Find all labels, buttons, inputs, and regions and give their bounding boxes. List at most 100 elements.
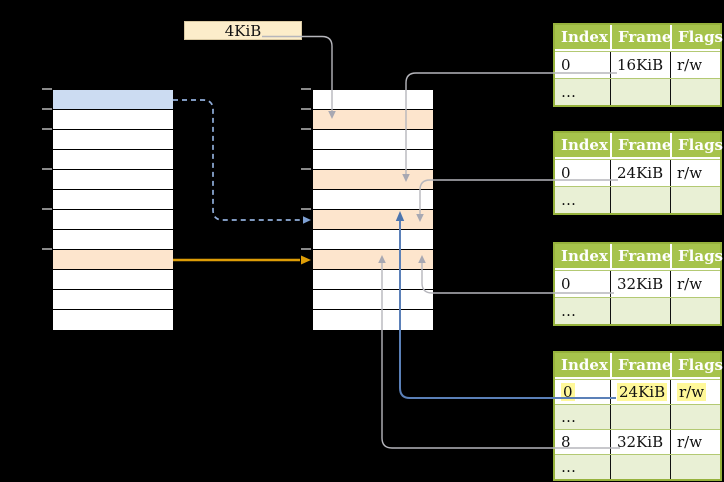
address-tick (301, 108, 311, 110)
cell-frame (610, 79, 670, 105)
table-row-ellipsis: … (555, 404, 720, 429)
table-row-highlighted: 0 24KiB r/w (555, 379, 720, 404)
memory-row (53, 130, 173, 150)
table-row-ellipsis: … (555, 454, 720, 479)
cell-index: 0 (561, 56, 571, 74)
memory-row (53, 290, 173, 310)
header-cell-index: Index (561, 356, 608, 374)
cell-flags (670, 455, 720, 479)
page-table-16kib: Index Frame Flags 0 16KiB r/w … (553, 23, 723, 107)
table-row: 0 32KiB r/w (555, 270, 720, 297)
table-header-row: Index Frame Flags (555, 244, 723, 270)
table-row-ellipsis: … (555, 297, 720, 324)
virtual-memory-column (52, 89, 174, 331)
address-tick (301, 168, 311, 170)
address-tick (301, 208, 311, 210)
highlighted-cell-text: 0 (561, 383, 575, 401)
header-cell-flags: Flags (670, 244, 723, 268)
memory-row (53, 210, 173, 230)
memory-row (53, 310, 173, 330)
physical-memory-column (312, 89, 434, 331)
cell-index: 0 (561, 275, 571, 293)
header-cell-index: Index (561, 136, 608, 154)
cell-index: 8 (561, 433, 571, 451)
memory-row (53, 150, 173, 170)
cell-index: 0 (561, 164, 571, 182)
memory-row (313, 270, 433, 290)
cell-index: … (561, 191, 576, 209)
cell-index: … (561, 302, 576, 320)
table-row-ellipsis: … (555, 186, 720, 213)
address-tick (42, 128, 52, 130)
table-row: 0 24KiB r/w (555, 159, 720, 186)
memory-row (53, 110, 173, 130)
memory-row (313, 230, 433, 250)
header-cell-flags: Flags (670, 25, 723, 49)
cell-flags: r/w (670, 380, 720, 404)
memory-row-highlight-orange (313, 170, 433, 190)
header-cell-frame: Frame (610, 353, 671, 377)
cell-index: … (561, 408, 576, 426)
cell-frame: 24KiB (610, 380, 670, 404)
cell-frame (610, 405, 670, 429)
cell-flags: r/w (670, 52, 720, 78)
arrowhead-right-icon (303, 216, 311, 224)
header-cell-frame: Frame (610, 133, 671, 157)
arrowhead-right-icon (301, 255, 311, 265)
address-tick (42, 88, 52, 90)
memory-row (313, 130, 433, 150)
memory-row (313, 190, 433, 210)
address-tick (301, 88, 311, 90)
cell-frame (610, 455, 670, 479)
address-tick (301, 248, 311, 250)
arrow-virtual-blue-to-frame (173, 99, 302, 221)
memory-row (313, 90, 433, 110)
page-table-level2: Index Frame Flags 0 24KiB r/w … 8 32KiB … (553, 351, 723, 481)
header-cell-index: Index (561, 247, 608, 265)
memory-row (313, 290, 433, 310)
memory-row (53, 270, 173, 290)
cell-flags: r/w (670, 160, 720, 186)
memory-row (53, 190, 173, 210)
header-cell-flags: Flags (670, 353, 723, 377)
cell-frame: 24KiB (610, 160, 670, 186)
cell-flags: r/w (670, 430, 720, 454)
cell-frame (610, 298, 670, 324)
memory-row-highlight-orange (53, 250, 173, 270)
memory-row-highlight-orange (313, 110, 433, 130)
address-tick (42, 108, 52, 110)
address-tick (42, 168, 52, 170)
cell-flags (670, 405, 720, 429)
cell-flags (670, 79, 720, 105)
cell-flags (670, 298, 720, 324)
memory-row (313, 150, 433, 170)
page-size-label: 4KiB (224, 21, 262, 40)
cell-frame: 16KiB (610, 52, 670, 78)
cell-index: 0 (555, 380, 610, 404)
address-tick (42, 208, 52, 210)
memory-row (53, 170, 173, 190)
page-table-24kib: Index Frame Flags 0 24KiB r/w … (553, 131, 723, 215)
table-header-row: Index Frame Flags (555, 353, 723, 379)
table-row-ellipsis: … (555, 78, 720, 105)
memory-row (53, 230, 173, 250)
highlighted-cell-text: r/w (677, 383, 707, 401)
memory-row-highlight-orange (313, 250, 433, 270)
header-cell-frame: Frame (610, 244, 671, 268)
memory-row (313, 310, 433, 330)
memory-row-highlight-orange (313, 210, 433, 230)
table-header-row: Index Frame Flags (555, 25, 723, 51)
memory-row-highlight-blue (53, 90, 173, 110)
cell-frame: 32KiB (610, 271, 670, 297)
table-row: 8 32KiB r/w (555, 429, 720, 454)
address-tick (301, 128, 311, 130)
cell-flags (670, 187, 720, 213)
cell-index: … (561, 458, 576, 476)
header-cell-index: Index (561, 28, 608, 46)
cell-frame: 32KiB (610, 430, 670, 454)
page-size-box: 4KiB (184, 21, 302, 40)
page-table-32kib: Index Frame Flags 0 32KiB r/w … (553, 242, 723, 326)
table-header-row: Index Frame Flags (555, 133, 723, 159)
address-tick (42, 248, 52, 250)
